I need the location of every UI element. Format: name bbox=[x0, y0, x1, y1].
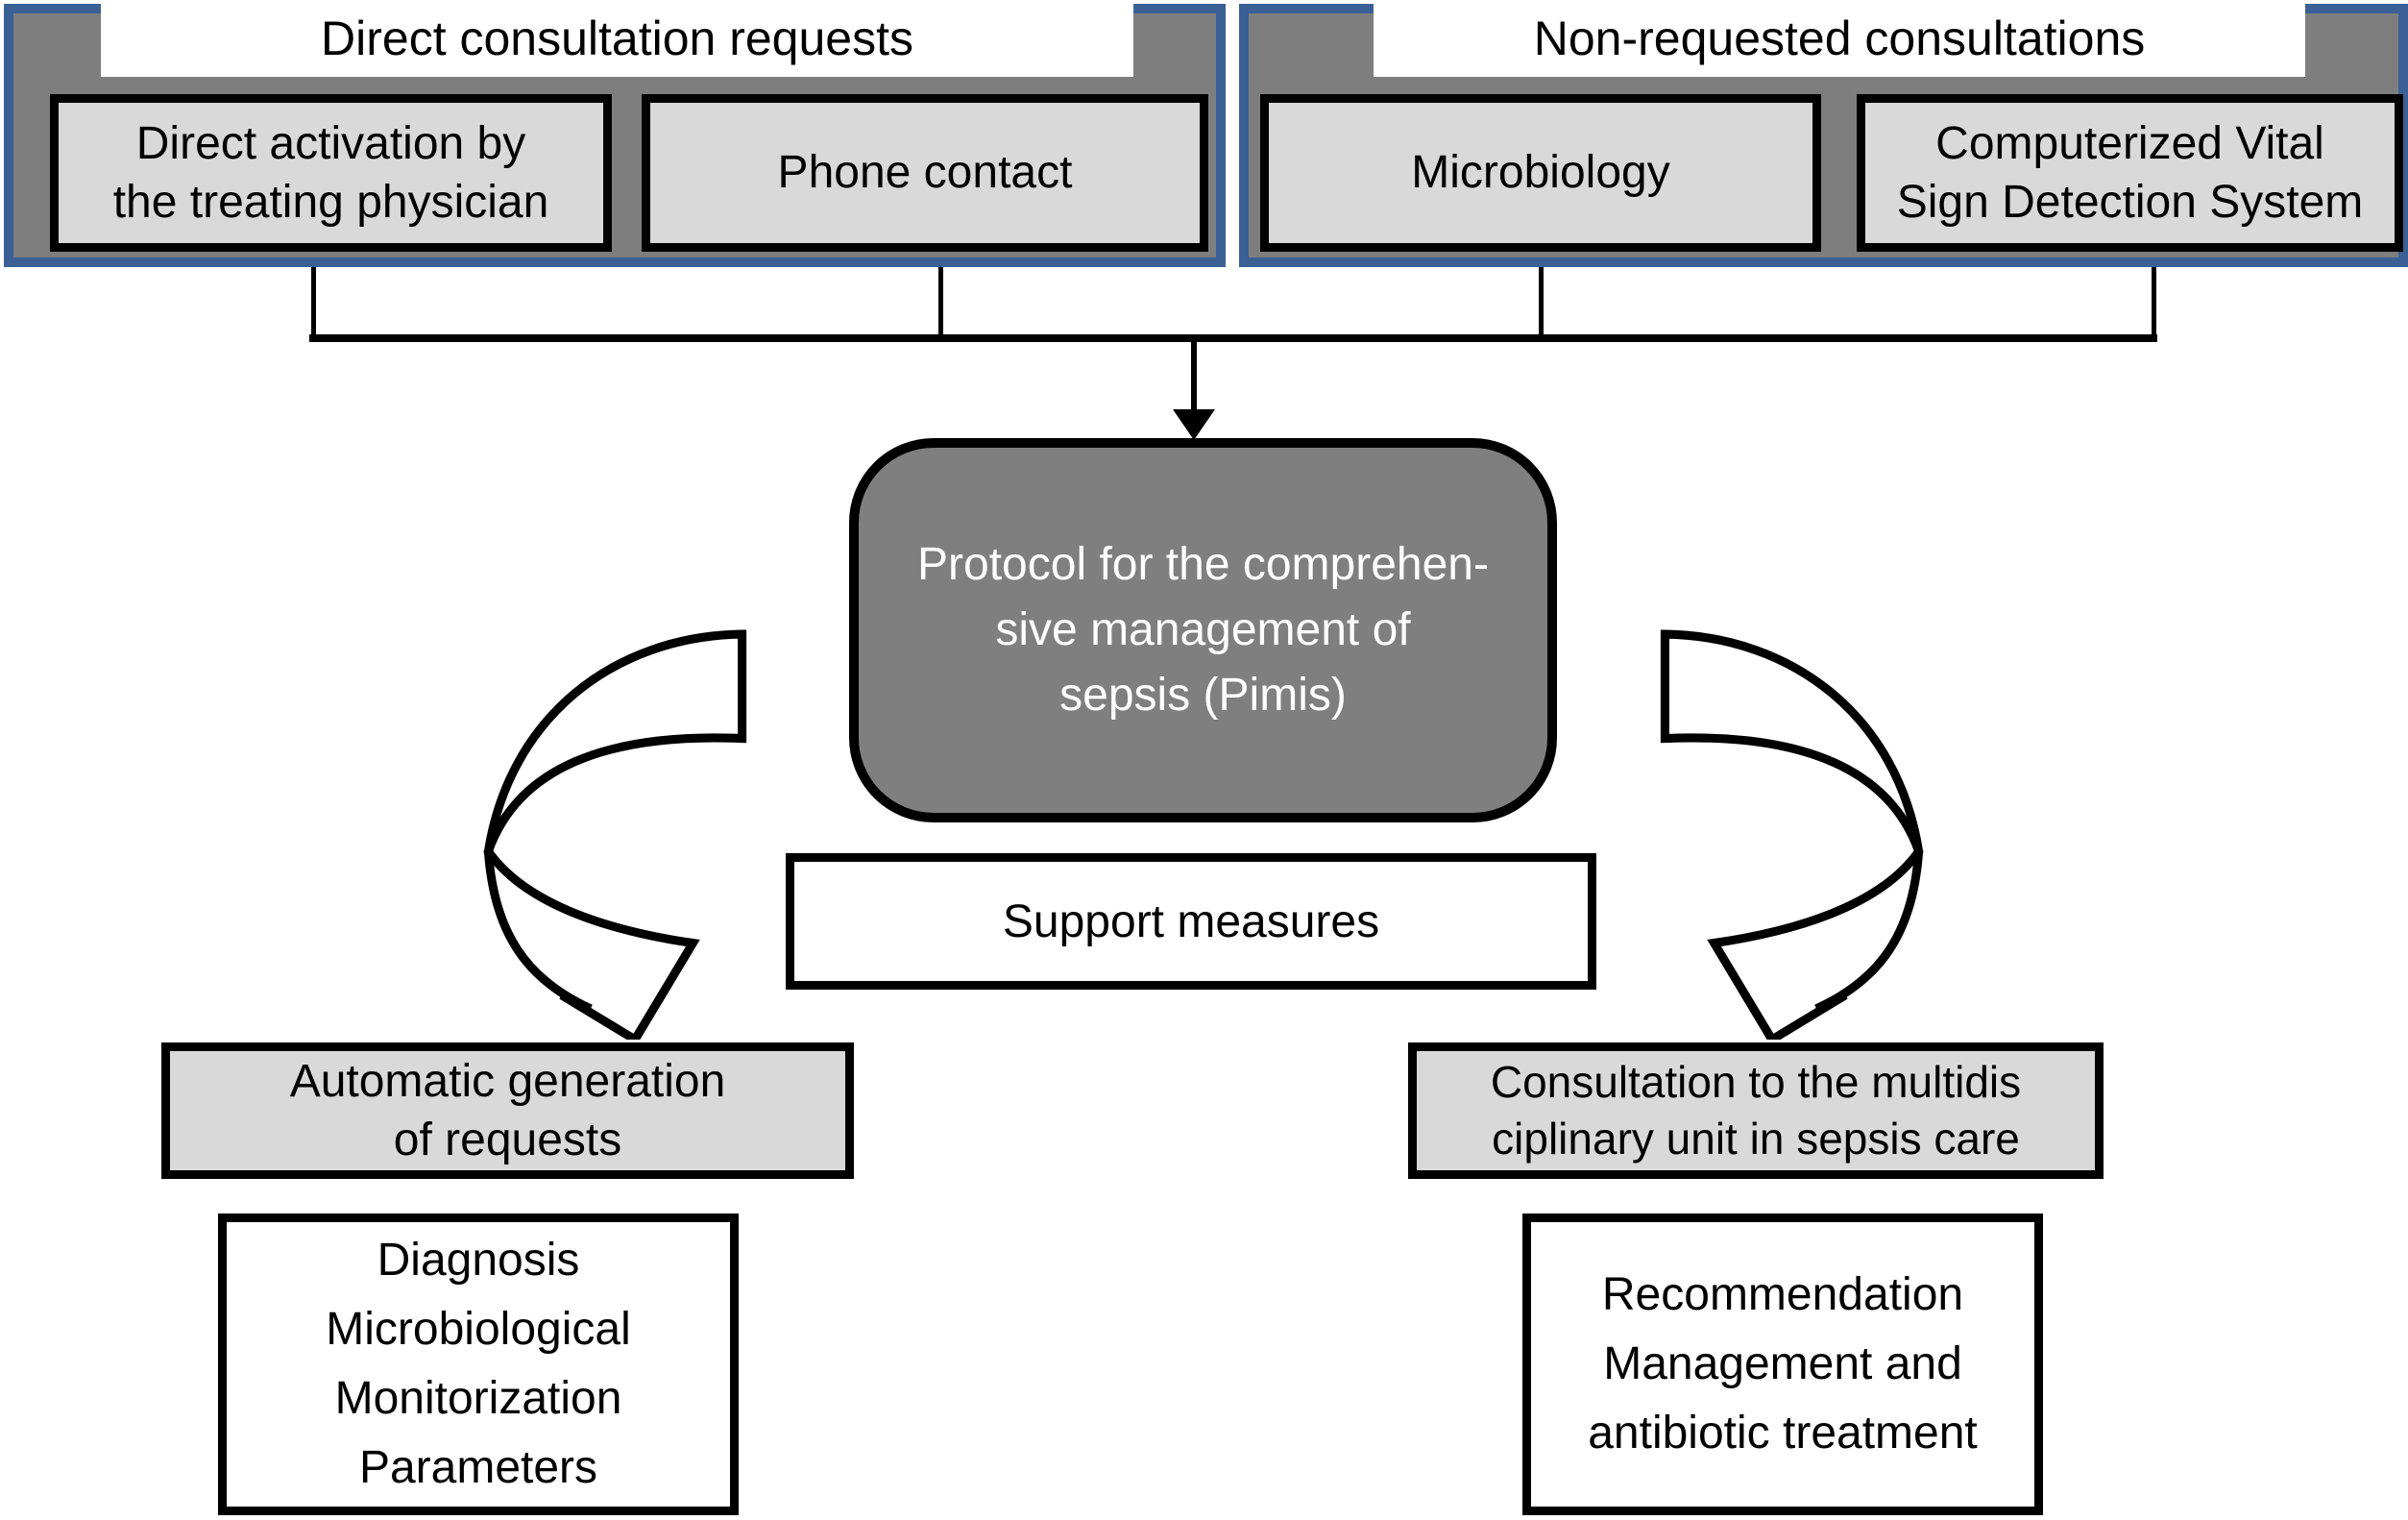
box-computerized-vital-sign-detection: Computerized Vital Sign Detection System bbox=[1857, 94, 2403, 252]
box-text-line: Diagnosis bbox=[377, 1235, 580, 1286]
curved-arrow-left-icon bbox=[483, 629, 747, 1040]
box-consultation-multidisciplinary-unit: Consultation to the multidis ciplinary u… bbox=[1408, 1042, 2104, 1179]
box-text-line: of requests bbox=[393, 1115, 622, 1165]
panel-title-text: Direct consultation requests bbox=[321, 11, 913, 65]
box-text-line: antibiotic treatment bbox=[1588, 1408, 1978, 1459]
panel-title-text: Non-requested consultations bbox=[1533, 11, 2146, 65]
box-text-line: Parameters bbox=[358, 1442, 598, 1493]
box-text-line: Monitorization bbox=[334, 1373, 622, 1424]
box-text-line: Consultation to the multidis bbox=[1490, 1057, 2022, 1108]
connector-stub-line bbox=[1539, 267, 1544, 338]
connector-stub-line bbox=[2152, 267, 2156, 338]
protocol-text-line: Protocol for the comprehen- bbox=[917, 538, 1489, 590]
box-text-line: Computerized Vital bbox=[1935, 117, 2324, 169]
panel-title-non-requested-consultations: Non-requested consultations bbox=[1374, 0, 2305, 77]
box-recommendation-details: Recommendation Management and antibiotic… bbox=[1522, 1214, 2043, 1515]
support-measures-label: Support measures bbox=[1002, 895, 1380, 947]
box-text-line: ciplinary unit in sepsis care bbox=[1492, 1114, 2020, 1164]
box-text-line: Direct activation by bbox=[135, 117, 526, 169]
box-text-line: the treating physician bbox=[112, 177, 549, 228]
connector-horizontal-line bbox=[309, 334, 2157, 342]
box-text-line: Microbiology bbox=[1411, 147, 1670, 199]
box-phone-contact: Phone contact bbox=[642, 94, 1208, 252]
connector-stub-line bbox=[938, 267, 943, 338]
box-automatic-generation: Automatic generation of requests bbox=[161, 1042, 854, 1179]
box-text-line: Recommendation bbox=[1601, 1269, 1964, 1320]
panel-title-direct-consultation-requests: Direct consultation requests bbox=[101, 0, 1133, 77]
down-arrow-shaft bbox=[1191, 342, 1197, 411]
connector-stub-line bbox=[311, 267, 316, 338]
box-microbiology: Microbiology bbox=[1260, 94, 1821, 252]
protocol-box: Protocol for the comprehen- sive managem… bbox=[849, 438, 1557, 822]
box-text-line: Sign Detection System bbox=[1896, 177, 2364, 228]
box-diagnosis-details: Diagnosis Microbiological Monitorization… bbox=[218, 1214, 739, 1515]
down-arrow-icon bbox=[1173, 409, 1215, 440]
box-text-line: Phone contact bbox=[777, 147, 1073, 199]
box-text-line: Automatic generation bbox=[289, 1055, 726, 1107]
support-measures-box: Support measures bbox=[786, 853, 1596, 990]
box-direct-activation: Direct activation by the treating physic… bbox=[50, 94, 612, 252]
curved-arrow-right-icon bbox=[1660, 629, 1924, 1040]
box-text-line: Management and bbox=[1603, 1338, 1962, 1389]
protocol-text-line: sive management of bbox=[995, 603, 1411, 655]
protocol-text-line: sepsis (Pimis) bbox=[1059, 670, 1347, 722]
box-text-line: Microbiological bbox=[326, 1304, 631, 1355]
